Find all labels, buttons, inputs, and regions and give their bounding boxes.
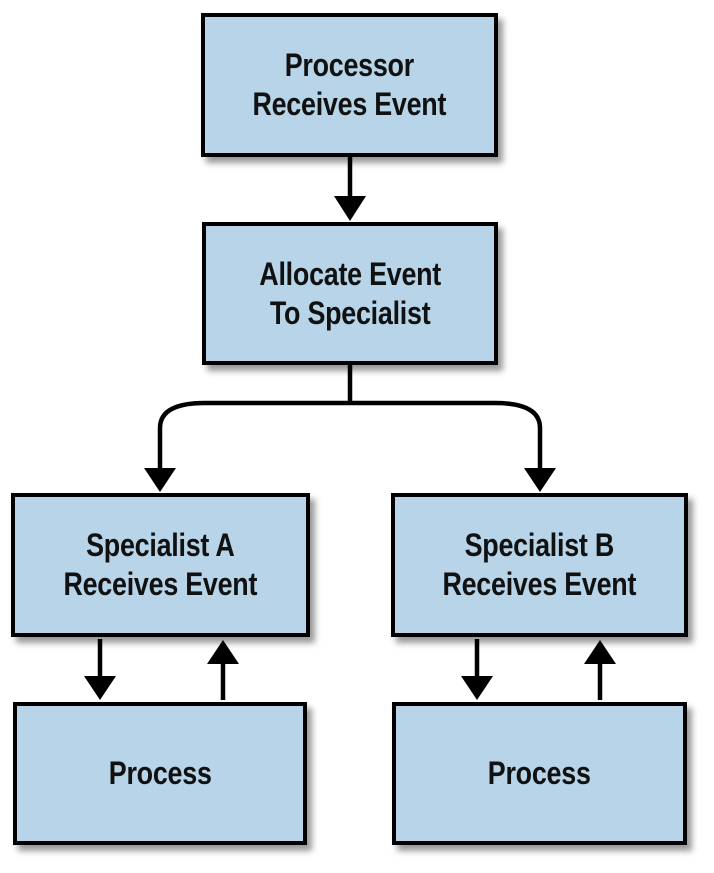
node-label: Specialist A Receives Event [63, 527, 258, 602]
arrowhead-down-icon [84, 676, 116, 700]
node-processor-receives-event: Processor Receives Event [201, 13, 498, 157]
node-specialist-b-receives-event: Specialist B Receives Event [391, 493, 688, 637]
node-label: Processor Receives Event [252, 47, 447, 122]
arrow-specialist-a-to-process-a [84, 639, 116, 700]
arrowhead-down-icon [144, 468, 176, 492]
arrowhead-down-icon [524, 468, 556, 492]
arrowhead-up-icon [207, 640, 239, 664]
node-process-a: Process [13, 702, 307, 845]
node-label: Process [108, 755, 212, 791]
node-label: Process [488, 755, 591, 791]
node-process-b: Process [392, 702, 687, 845]
arrow-specialist-b-to-process-b [461, 639, 493, 700]
arrowhead-down-icon [461, 676, 493, 700]
arrowhead-up-icon [584, 640, 616, 664]
arrowhead-down-icon [334, 196, 366, 221]
node-label: Specialist B Receives Event [442, 527, 637, 602]
node-label: Allocate Event To Specialist [259, 255, 441, 331]
arrow-process-a-to-specialist-a [207, 640, 239, 700]
arrow-process-b-to-specialist-b [584, 640, 616, 700]
branch-allocate-to-specialists [144, 363, 556, 492]
node-allocate-event-to-specialist: Allocate Event To Specialist [202, 222, 498, 365]
arrow-processor-to-allocate [334, 157, 366, 221]
node-specialist-a-receives-event: Specialist A Receives Event [11, 493, 310, 637]
